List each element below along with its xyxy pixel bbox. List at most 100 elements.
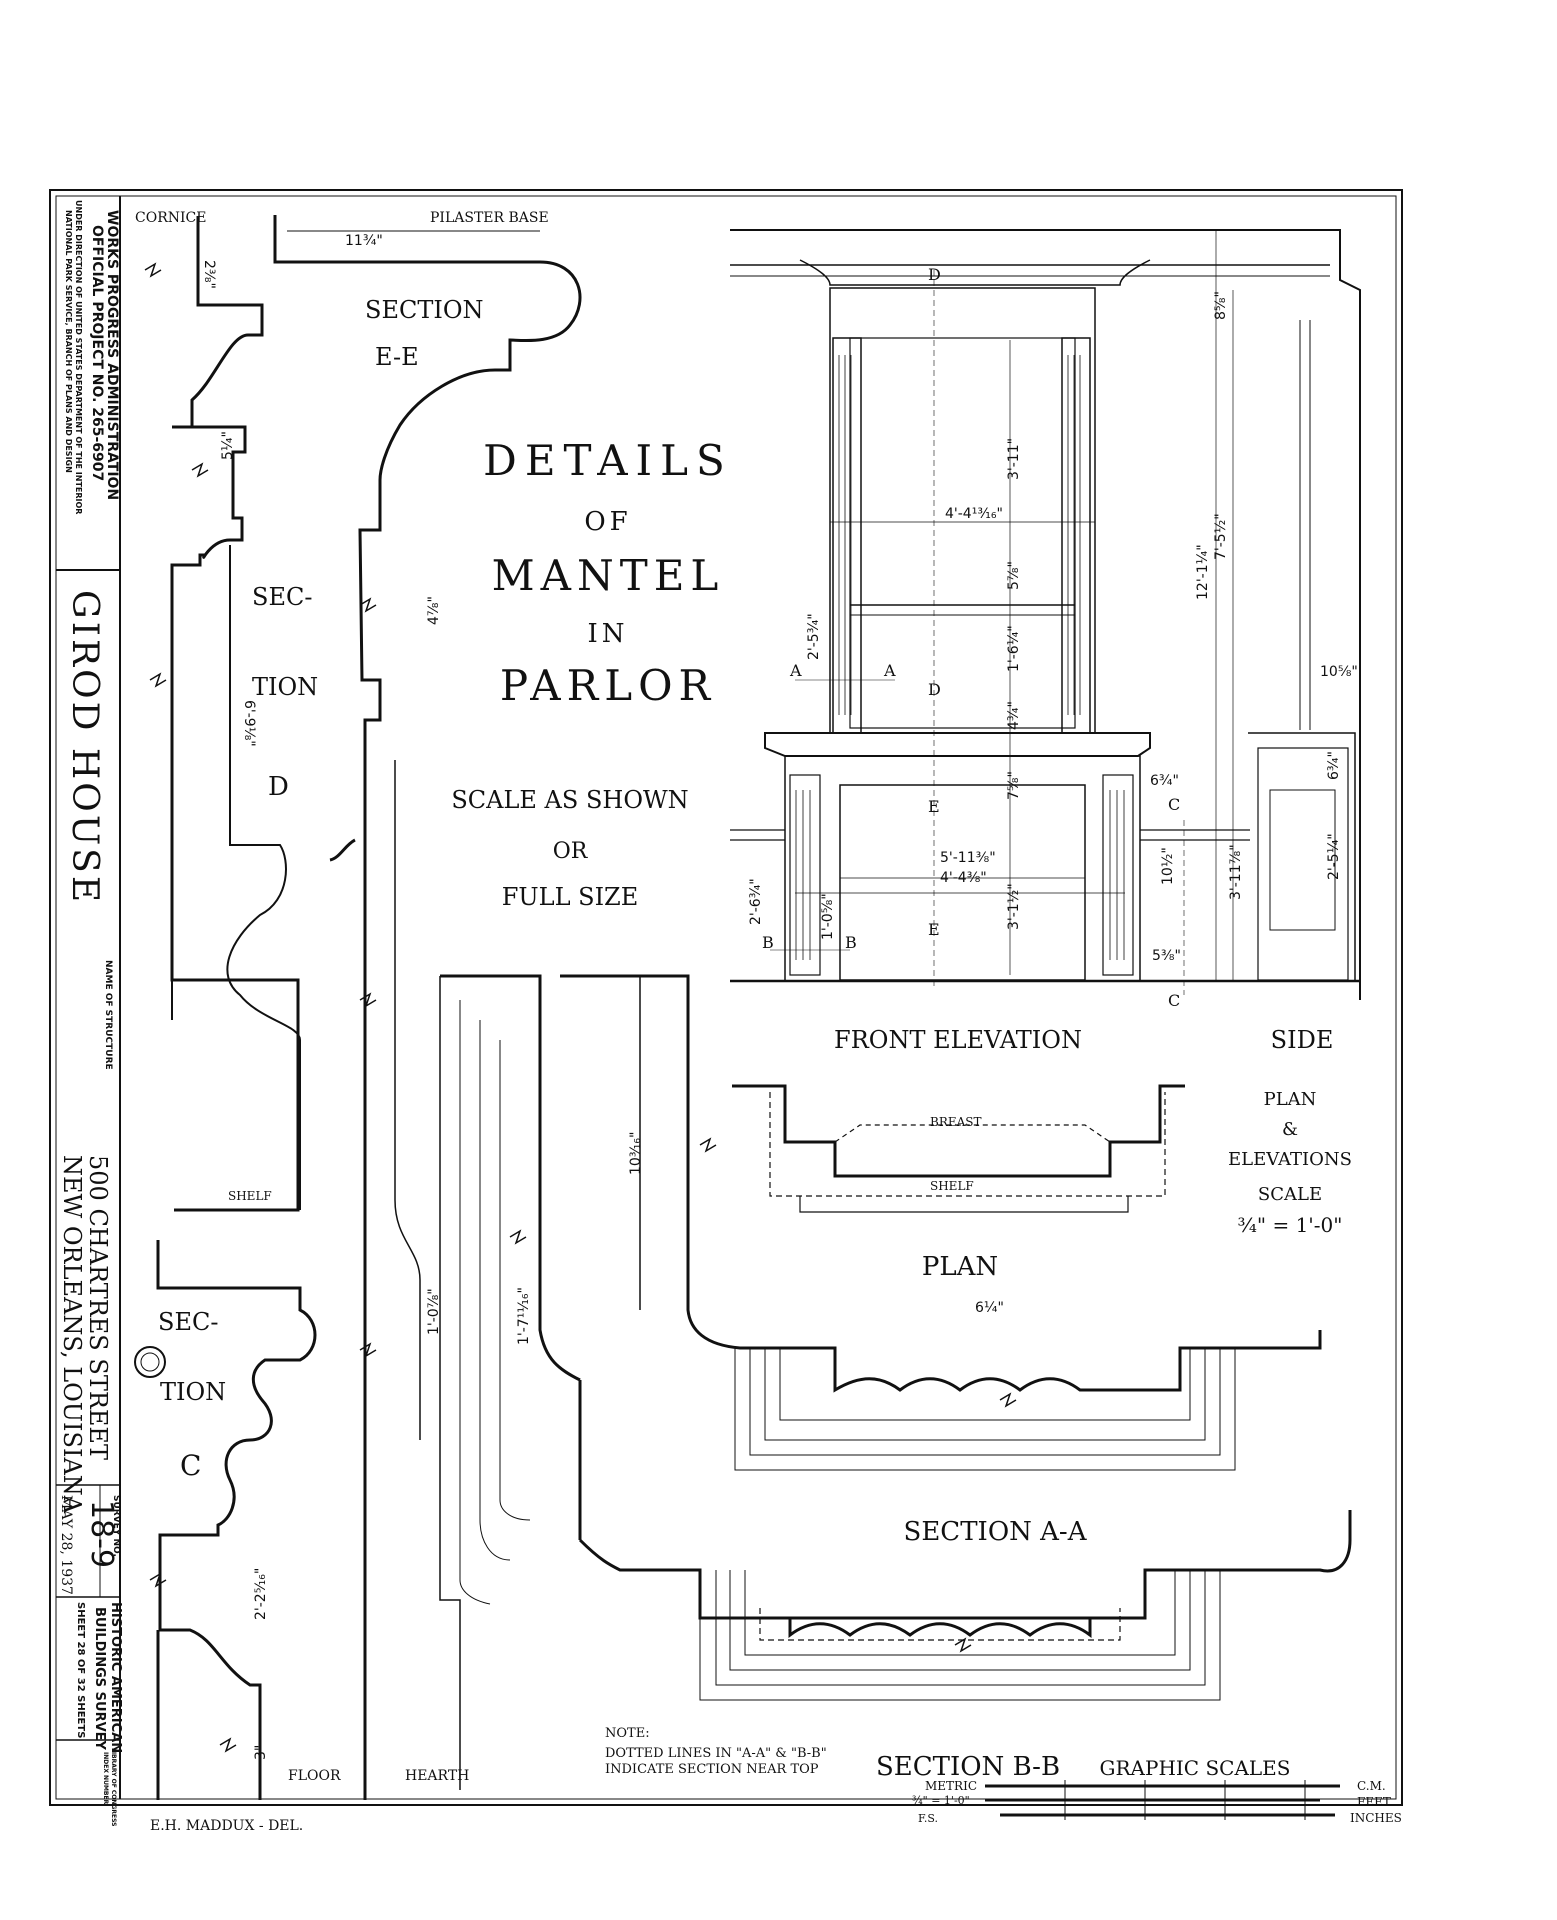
cornice-label: CORNICE bbox=[135, 210, 206, 226]
front-elevation-title: FRONT ELEVATION bbox=[834, 1026, 1082, 1054]
section-ee-label-1: SECTION bbox=[365, 296, 484, 324]
address-line-2: NEW ORLEANS, LOUISIANA bbox=[58, 1155, 86, 1514]
dim-5-3-8: 5⅜" bbox=[1152, 948, 1181, 964]
graphic-scale-bars bbox=[985, 1780, 1340, 1820]
mark-c-top: C bbox=[1168, 795, 1180, 814]
dim-10-3-16: 10³⁄₁₆" bbox=[628, 1132, 644, 1175]
scale-line-2: OR bbox=[553, 839, 589, 864]
note-line-2: DOTTED LINES IN "A-A" & "B-B" bbox=[605, 1746, 827, 1761]
break-marks bbox=[144, 262, 1017, 1753]
plan-drawing bbox=[732, 1084, 1185, 1213]
dim-6-3-4: 6¾" bbox=[1150, 773, 1179, 789]
delineator-label: E.H. MADDUX - DEL. bbox=[150, 1818, 303, 1834]
section-d-label-2: TION bbox=[252, 673, 318, 701]
dim-6-3-4-side: 6¾" bbox=[1326, 751, 1342, 780]
dim-12-1-1-4: 12'-1¼" bbox=[1195, 544, 1211, 600]
dim-1-7-11-16: 1'-7¹¹⁄₁₆" bbox=[516, 1287, 532, 1345]
section-aa-drawing bbox=[560, 974, 1322, 1471]
dim-5-7-8: 5⅞" bbox=[1006, 561, 1022, 590]
survey-number: 18-9 bbox=[84, 1500, 119, 1568]
plan-scale-line-5: ¾" = 1'-0" bbox=[1238, 1213, 1343, 1237]
habs-line-1: HISTORIC AMERICAN bbox=[108, 1602, 123, 1753]
shelf-label: SHELF bbox=[228, 1189, 272, 1203]
dim-7-5-1-2: 7'-5½" bbox=[1213, 513, 1229, 560]
dim-5-1-4: 5¼" bbox=[220, 431, 236, 460]
plan-shelf-label: SHELF bbox=[930, 1179, 974, 1193]
mark-e-top: E bbox=[928, 797, 940, 816]
library-stamp bbox=[134, 1346, 166, 1378]
sheet-border-outer bbox=[49, 189, 1403, 1806]
dim-5-11-3-8: 5'-11⅜" bbox=[940, 850, 996, 866]
dim-2-2-5-16: 2'-2⁵⁄₁₆" bbox=[253, 1568, 269, 1620]
side-elevation-title: SIDE bbox=[1271, 1026, 1334, 1054]
dim-2-5-3-4: 2'-5¾" bbox=[806, 613, 822, 660]
dim-2-5-1-4: 2'-5¼" bbox=[1326, 833, 1342, 880]
heading-line-5: PARLOR bbox=[500, 661, 716, 710]
agency-line-1: WORKS PROGRESS ADMINISTRATION bbox=[104, 210, 120, 500]
front-elevation bbox=[730, 229, 1361, 1000]
three-quarter-label: ¾" = 1'-0" bbox=[912, 1794, 970, 1807]
dim-7-5-8: 7⅝" bbox=[1006, 771, 1022, 800]
section-d-label-1: SEC- bbox=[252, 583, 312, 611]
fs-label: F.S. bbox=[918, 1812, 938, 1825]
note-line-3: INDICATE SECTION NEAR TOP bbox=[605, 1762, 819, 1777]
heading-line-2: OF bbox=[584, 507, 631, 537]
section-bb-drawing bbox=[439, 974, 1352, 1790]
mark-e-bottom: E bbox=[928, 920, 940, 939]
heading-line-4: IN bbox=[587, 619, 628, 649]
breast-label: BREAST bbox=[930, 1115, 982, 1129]
title-block bbox=[56, 196, 121, 1799]
dim-8-5-8: 8⅝" bbox=[1213, 291, 1229, 320]
dim-1-0-5-8: 1'-0⅝" bbox=[820, 893, 836, 940]
heading-line-1: DETAILS bbox=[483, 436, 733, 485]
scale-line-3: FULL SIZE bbox=[502, 883, 639, 911]
mark-a-right: A bbox=[883, 661, 896, 680]
mark-a-left: A bbox=[789, 661, 802, 680]
structure-name: GIROD HOUSE bbox=[64, 590, 105, 905]
agency-line-4: NATIONAL PARK SERVICE, BRANCH OF PLANS A… bbox=[64, 210, 73, 473]
mark-b-right: B bbox=[845, 933, 857, 952]
section-d-profile bbox=[170, 216, 301, 1212]
agency-line-2: OFFICIAL PROJECT NO. 265-6907 bbox=[89, 225, 105, 481]
agency-block: WORKS PROGRESS ADMINISTRATION OFFICIAL P… bbox=[64, 200, 120, 514]
dim-10-5-8: 10⅝" bbox=[1320, 664, 1358, 680]
cm-label: C.M. bbox=[1357, 1779, 1386, 1793]
scale-line-1: SCALE AS SHOWN bbox=[451, 786, 688, 814]
dim-6-1-4: 6¼" bbox=[975, 1300, 1004, 1316]
mark-b-left: B bbox=[762, 933, 774, 952]
dim-2-6-3-4: 2'-6¾" bbox=[748, 878, 764, 925]
dim-4-4-13-16: 4'-4¹³⁄₁₆" bbox=[945, 506, 1003, 522]
section-bb-title: SECTION B-B bbox=[876, 1752, 1060, 1782]
plan-scale-line-3: ELEVATIONS bbox=[1228, 1149, 1352, 1170]
hearth-label: HEARTH bbox=[405, 1768, 469, 1784]
sheet-border-inner bbox=[55, 195, 1397, 1800]
plan-title: PLAN bbox=[922, 1252, 998, 1282]
note-line-1: NOTE: bbox=[605, 1726, 650, 1741]
metric-label: METRIC bbox=[925, 1779, 977, 1793]
dim-4-7-8: 4⅞" bbox=[426, 596, 442, 625]
section-c-profile bbox=[156, 1240, 317, 1800]
section-c-label-2: TION bbox=[160, 1378, 226, 1406]
dim-6-9-1-8: 6'-9⅛" bbox=[241, 700, 257, 747]
floor-label: FLOOR bbox=[288, 1768, 341, 1784]
graphic-scales-title: GRAPHIC SCALES bbox=[1100, 1756, 1291, 1780]
dim-1-0-7-8: 1'-0⅞" bbox=[426, 1288, 442, 1335]
plan-scale-line-4: SCALE bbox=[1258, 1184, 1322, 1205]
dim-4-4-3-8: 4'-4⅜" bbox=[940, 870, 987, 886]
feet-label: FEET bbox=[1357, 1795, 1391, 1809]
dim-10-1-2: 10½" bbox=[1160, 847, 1176, 885]
dim-2-8: 2⅜" bbox=[201, 260, 217, 289]
section-d-label-3: D bbox=[268, 772, 289, 802]
section-ee-label-2: E-E bbox=[375, 343, 419, 371]
inches-label: INCHES bbox=[1350, 1811, 1402, 1825]
section-c-label-1: SEC- bbox=[158, 1308, 218, 1336]
loc-line-2: INDEX NUMBER bbox=[102, 1752, 109, 1805]
heading-line-3: MANTEL bbox=[492, 551, 725, 600]
plan-scale-line-2: & bbox=[1282, 1119, 1298, 1140]
survey-date: MAY 28, 1937 bbox=[58, 1495, 74, 1595]
habs-line-2: BUILDINGS SURVEY bbox=[92, 1607, 107, 1751]
section-ee-profile bbox=[273, 215, 582, 1800]
dim-1-6-1-4: 1'-6¼" bbox=[1006, 625, 1022, 672]
address-line-1: 500 CHARTRES STREET bbox=[84, 1155, 112, 1460]
dim-3-11-7-8: 3'-11⅞" bbox=[1228, 844, 1244, 900]
